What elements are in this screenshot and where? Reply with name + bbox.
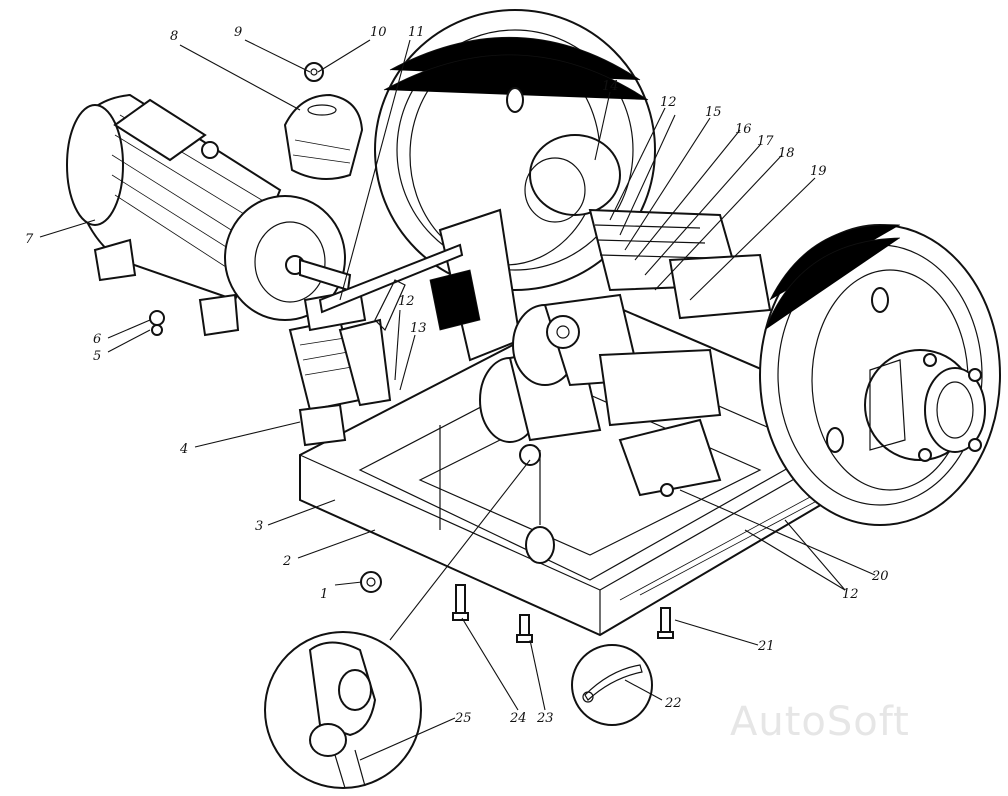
callout-11: 11 <box>408 25 425 40</box>
callout-23: 23 <box>536 711 554 726</box>
small-screw <box>304 62 324 82</box>
callout-17: 17 <box>757 134 774 149</box>
callout-3: 3 <box>255 519 263 534</box>
callout-10: 10 <box>370 25 387 40</box>
callout-18: 18 <box>778 146 795 161</box>
bolt-23 <box>516 614 533 643</box>
joint-detail-inset <box>264 631 422 789</box>
callout-24: 24 <box>509 711 527 726</box>
callout-6: 6 <box>93 332 101 347</box>
small-fasteners <box>149 310 674 593</box>
control-lever <box>318 243 464 332</box>
callout-12-middle: 12 <box>398 294 415 309</box>
callout-12-top: 12 <box>660 95 677 110</box>
callout-13: 13 <box>410 321 427 336</box>
callout-25: 25 <box>454 711 472 726</box>
callout-labels: 1 2 3 4 5 6 7 8 9 10 11 12 12 12 13 14 1… <box>25 25 889 726</box>
electric-motor <box>66 93 352 337</box>
end-cap <box>283 93 364 180</box>
rear-wheel <box>374 9 656 291</box>
callout-2: 2 <box>282 554 291 569</box>
callout-4: 4 <box>179 442 188 457</box>
bolt-21 <box>657 607 674 639</box>
spring-link <box>439 425 555 564</box>
callout-14: 14 <box>602 79 619 94</box>
bolt-24 <box>452 584 469 621</box>
callout-21: 21 <box>757 639 775 654</box>
callout-9: 9 <box>234 25 242 40</box>
callout-16: 16 <box>735 122 752 137</box>
callout-22: 22 <box>664 696 682 711</box>
callout-1: 1 <box>320 587 328 602</box>
callout-8: 8 <box>170 29 178 44</box>
callout-20: 20 <box>871 569 889 584</box>
callout-5: 5 <box>93 349 101 364</box>
callout-7: 7 <box>25 232 34 247</box>
leader-lines <box>39 39 876 761</box>
watermark-text: AutoSoft <box>730 699 910 745</box>
wheel-hub <box>864 349 986 462</box>
cotter-pin-inset <box>571 644 653 726</box>
callout-15: 15 <box>705 105 722 120</box>
callout-12-bottom: 12 <box>842 587 859 602</box>
callout-19: 19 <box>810 164 827 179</box>
